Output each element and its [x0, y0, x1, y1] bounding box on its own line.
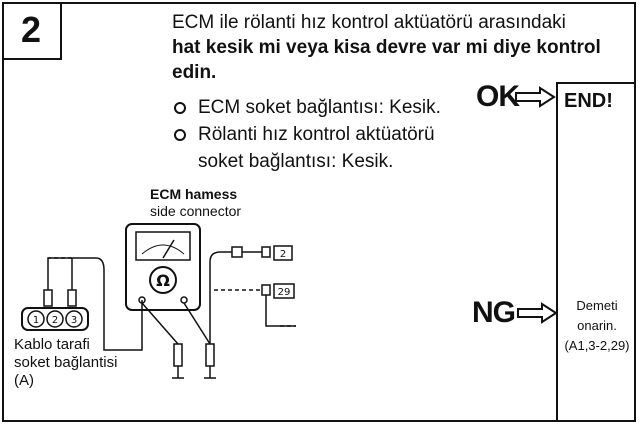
ok-arrow-icon: [515, 86, 556, 108]
ok-label: OK: [476, 80, 520, 113]
condition-item-actuator: Rölanti hız kontrol aktüatörü soket bağl…: [172, 121, 472, 175]
ecm-wires: [209, 245, 296, 344]
pin-tag-29: 29: [278, 287, 291, 298]
result-column: [556, 82, 636, 422]
ecm-connector-label: ECM hamess side connector: [150, 186, 241, 220]
instruction-frame: [2, 2, 636, 422]
ng-action-line-3: (A1,3-2,29): [564, 338, 630, 353]
pin-2: 2: [52, 315, 58, 326]
ng-action-text: Demeti onarin. (A1,3-2,29): [558, 296, 636, 356]
condition-item-ecm: ECM soket bağlantısı: Kesik.: [172, 94, 472, 121]
cable-label-line-2: soket bağlantisi: [14, 354, 118, 371]
step-number: 2: [2, 2, 62, 60]
cable-side-label: Kablo tarafi soket bağlantisi (A): [14, 336, 117, 390]
title-line-3: edin.: [172, 62, 217, 83]
ecm-label-line-2: side connector: [150, 203, 242, 219]
condition-list: ECM soket bağlantısı: Kesik. Rölanti hız…: [172, 94, 472, 175]
cable-label-line-3: (A): [14, 372, 34, 389]
end-label: END!: [564, 90, 613, 112]
pin-3: 3: [71, 315, 77, 326]
pin-1: 1: [33, 315, 39, 326]
step-title: ECM ile rölanti hız kontrol aktüatörü ar…: [172, 10, 612, 85]
title-line-2: hat kesik mi veya kisa devre var mi diye…: [172, 37, 601, 58]
cable-connector-icon: [21, 257, 143, 351]
ng-action-line-2: onarin.: [577, 318, 617, 333]
ecm-label-line-1: ECM hamess: [150, 186, 238, 202]
title-line-1: ECM ile rölanti hız kontrol aktüatörü ar…: [172, 12, 566, 33]
multimeter-icon: [125, 223, 201, 311]
ng-action-line-1: Demeti: [576, 298, 618, 313]
ng-label: NG: [472, 296, 516, 329]
ohm-symbol: Ω: [156, 271, 170, 290]
cable-label-line-1: Kablo tarafi: [14, 336, 90, 353]
probe-icon: [141, 302, 216, 379]
ng-arrow-icon: [517, 302, 558, 324]
pin-tag-2: 2: [280, 249, 286, 260]
